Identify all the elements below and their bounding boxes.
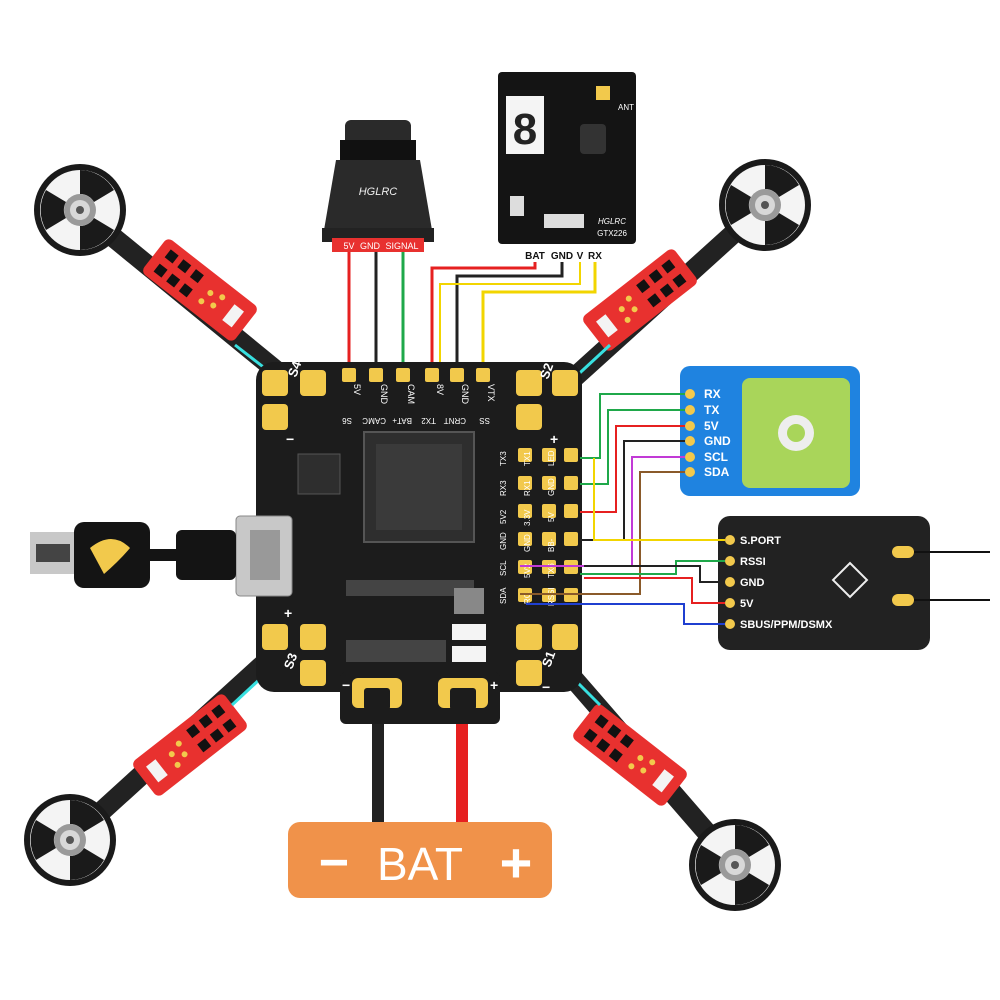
pad-label: BB- [547, 538, 556, 552]
uart-pad-grid: TX3 RX3 5V2 GND SCL SDA TX1 RX1 3.3V GND… [499, 448, 578, 606]
pad-label: 8V [435, 384, 445, 395]
wire-receiver [584, 565, 725, 583]
flight-controller: S1 S2 S3 S4 + + − − 5V GND CAM 8V GND VT… [235, 358, 582, 724]
motor-label-s2: S2 [537, 361, 557, 381]
pad-label: 5V [547, 512, 556, 522]
minus-sign: − [286, 431, 294, 447]
gps-module: RX TX 5V GND SCL SDA [680, 366, 860, 496]
pad-label: SDA [499, 587, 508, 604]
battery-label: BAT [377, 838, 463, 890]
motor-icon [689, 819, 781, 911]
gps-pin-tx: TX [704, 403, 719, 417]
pad-label: C [362, 416, 368, 425]
motor-arm-s3 [24, 630, 300, 886]
motor-label-s1: S1 [539, 649, 559, 669]
pad-label: GND [523, 534, 532, 552]
pad-label: CRNT [444, 416, 466, 425]
wire-gps [520, 456, 685, 567]
battery-minus: − [319, 834, 349, 892]
camera-brand: HGLRC [359, 186, 398, 198]
camera-pin-5v: 5V [343, 241, 354, 251]
vtx-brand: HGLRC [598, 217, 626, 226]
wire-receiver [584, 577, 725, 604]
plus-sign: + [550, 431, 558, 447]
plus-sign: + [490, 677, 498, 693]
pad-label: 5V [352, 384, 362, 395]
receiver-pin-gnd: GND [740, 577, 765, 589]
gps-pin-gnd: GND [704, 434, 731, 448]
vtx-pin-bat: BAT [525, 251, 545, 262]
wire-vtx-bat [430, 262, 537, 375]
pad-label: TX3 [499, 451, 508, 466]
wire-gps [580, 425, 685, 513]
wire-receiver [593, 458, 725, 541]
vtx-antenna-label: ANT [618, 103, 634, 112]
pad-label: TX2 [421, 416, 436, 425]
receiver-pin-rssi: RSSI [740, 556, 766, 568]
camera: HGLRC 5V GND SIGNAL [322, 120, 434, 252]
battery-plus: + [500, 831, 533, 894]
motor-icon [719, 159, 811, 251]
plus-sign: + [284, 605, 292, 621]
receiver: S.PORT RSSI GND 5V SBUS/PPM/DSMX [718, 516, 990, 650]
pad-label: RC [523, 592, 532, 604]
esc-board [570, 701, 690, 809]
vtx-model: GTX226 [597, 229, 627, 238]
vtx-digit: 8 [513, 105, 537, 154]
esc-board [130, 691, 250, 799]
pad-label: GND [379, 384, 389, 405]
wire-vtx-v [439, 262, 581, 375]
motor-label-s4: S4 [285, 358, 305, 379]
minus-sign: − [542, 679, 550, 695]
vtx-pin-gnd: GND [551, 251, 573, 262]
pad-label: GND [460, 384, 470, 405]
pad-label: RSSI [547, 587, 556, 606]
minus-sign: − [342, 677, 350, 693]
usb-cable [30, 522, 236, 588]
pad-label: S6 [342, 416, 352, 425]
receiver-pin-sport: S.PORT [740, 535, 781, 547]
pad-label: CAM [406, 384, 416, 404]
camera-pin-signal: SIGNAL [385, 241, 418, 251]
pad-label: TX6 [547, 563, 556, 578]
pad-label: TX1 [523, 451, 532, 466]
gps-pin-5v: 5V [704, 419, 719, 433]
wire-gps [580, 393, 685, 459]
pad-label: SCL [499, 560, 508, 576]
pad-label: SS [479, 416, 490, 425]
pad-label: 5V2 [499, 509, 508, 524]
pad-label: BAT+ [392, 416, 412, 425]
receiver-pin-5v: 5V [740, 598, 754, 610]
pad-label: RX3 [499, 480, 508, 496]
wire-receiver [526, 603, 725, 625]
esc-board [580, 246, 700, 354]
gps-pin-sda: SDA [704, 465, 730, 479]
esc-board [140, 236, 260, 344]
pad-label: VTX [486, 384, 496, 402]
wire-receiver [580, 560, 725, 575]
wire-gps [520, 471, 685, 595]
pad-label: 5V2 [523, 563, 532, 578]
receiver-pin-sbus: SBUS/PPM/DSMX [740, 619, 833, 631]
motor-icon [34, 164, 126, 256]
pad-label: GND [499, 532, 508, 550]
gps-pin-scl: SCL [704, 450, 728, 464]
vtx: 8 ANT HGLRC GTX226 BAT GND V RX [498, 72, 636, 262]
battery: − BAT + [288, 822, 552, 898]
pad-label: 3.3V [523, 509, 532, 526]
wire-vtx-gnd [455, 262, 564, 375]
camera-pin-gnd: GND [360, 241, 381, 251]
pad-label: GND [547, 478, 556, 496]
pad-label: CAM [368, 416, 386, 425]
motor-label-s3: S3 [281, 651, 301, 671]
vtx-pin-rx: RX [588, 251, 602, 262]
gps-pin-rx: RX [704, 387, 721, 401]
vtx-pin-v: V [577, 251, 584, 262]
motor-icon [24, 794, 116, 886]
pad-label: RX1 [523, 480, 532, 496]
motor-arm-s4 [34, 164, 310, 400]
pad-label: LED [547, 450, 556, 466]
wire-vtx-rx [481, 262, 597, 375]
